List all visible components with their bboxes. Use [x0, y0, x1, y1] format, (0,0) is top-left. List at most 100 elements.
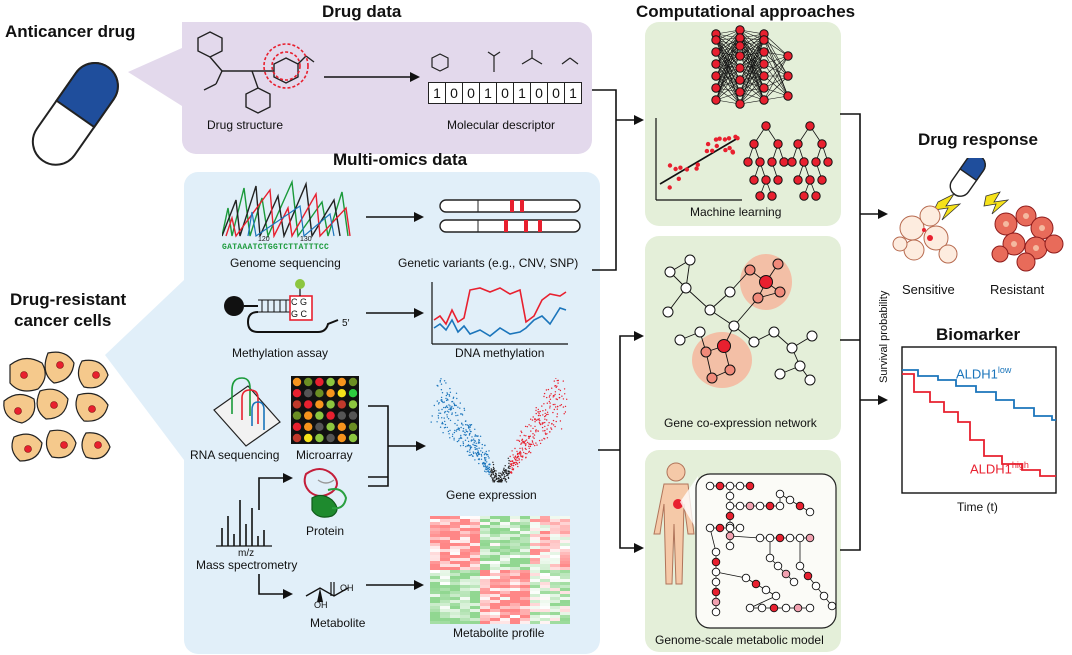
heatmap-cell — [520, 537, 530, 540]
volcano-point — [448, 395, 451, 397]
heatmap-cell — [450, 612, 460, 615]
network-node — [684, 254, 696, 266]
volcano-point — [467, 424, 469, 427]
heatmap-cell — [440, 585, 450, 588]
volcano-plot — [430, 378, 568, 483]
volcano-point — [498, 479, 500, 481]
volcano-point — [439, 381, 441, 383]
array-spot — [304, 389, 313, 398]
volcano-point — [528, 424, 530, 426]
volcano-point — [446, 406, 449, 409]
volcano-point — [525, 435, 527, 437]
heatmap-cell — [450, 567, 460, 570]
heatmap-cell — [450, 597, 460, 600]
tree-node — [779, 157, 789, 167]
volcano-point — [443, 401, 445, 403]
volcano-point — [475, 454, 478, 456]
heatmap-cell — [470, 558, 480, 561]
metabolic-node — [771, 591, 781, 601]
volcano-point — [539, 410, 541, 413]
volcano-point — [441, 421, 444, 424]
volcano-point — [535, 407, 537, 409]
heatmap-cell — [540, 615, 550, 618]
volcano-point — [523, 451, 525, 454]
volcano-point — [483, 454, 486, 456]
volcano-point — [486, 468, 488, 470]
mass-spectrometry-label: Mass spectrometry — [196, 558, 298, 572]
heatmap-cell — [430, 600, 440, 603]
rna-sequencing-icon — [213, 377, 281, 447]
heatmap-cell — [560, 579, 570, 582]
heatmap-cell — [520, 540, 530, 543]
volcano-point — [445, 397, 447, 400]
tree-node — [823, 157, 833, 167]
heatmap-cell — [550, 525, 560, 528]
oh-top: OH — [340, 583, 354, 593]
heatmap-cell — [460, 582, 470, 585]
heatmap-cell — [450, 585, 460, 588]
heatmap-cell — [490, 546, 500, 549]
metabolic-node — [765, 553, 775, 563]
volcano-point — [474, 435, 476, 437]
dna-methylation-plot — [431, 282, 568, 345]
volcano-point — [549, 407, 551, 409]
heatmap-cell — [490, 597, 500, 600]
aldh1-high-legend: ALDH1high — [970, 460, 1029, 476]
volcano-point — [468, 427, 470, 429]
heatmap-cell — [450, 531, 460, 534]
array-spot — [304, 422, 313, 431]
volcano-point — [537, 411, 539, 413]
volcano-point — [485, 465, 487, 468]
volcano-point — [526, 441, 529, 444]
volcano-point — [445, 399, 448, 402]
heatmap-cell — [530, 600, 540, 603]
heatmap-cell — [440, 552, 450, 555]
scatter-point — [667, 163, 673, 168]
volcano-point — [438, 402, 440, 404]
volcano-point — [554, 393, 556, 396]
scatter-point — [673, 166, 678, 172]
heatmap-cell — [500, 570, 510, 573]
metabolic-node — [765, 533, 775, 543]
volcano-point — [456, 428, 458, 431]
volcano-point — [504, 465, 506, 467]
volcano-point — [518, 461, 521, 464]
heatmap-cell — [560, 543, 570, 546]
volcano-point — [493, 481, 495, 483]
volcano-point — [462, 427, 465, 430]
heatmap-cell — [490, 558, 500, 561]
nn-node — [759, 47, 769, 57]
volcano-point — [483, 461, 485, 464]
volcano-point — [455, 404, 457, 407]
volcano-point — [486, 453, 489, 456]
volcano-point — [430, 421, 432, 423]
heatmap-cell — [490, 528, 500, 531]
volcano-point — [555, 406, 557, 408]
volcano-point — [436, 421, 438, 423]
volcano-point — [530, 452, 532, 454]
network-node — [804, 374, 816, 386]
heatmap-cell — [470, 522, 480, 525]
heatmap-cell — [450, 618, 460, 621]
volcano-point — [546, 419, 548, 421]
array-spot — [326, 400, 335, 409]
heatmap-cell — [540, 546, 550, 549]
machine-learning-label: Machine learning — [690, 205, 782, 219]
volcano-point — [495, 475, 497, 477]
volcano-point — [440, 383, 443, 385]
heatmap-cell — [500, 573, 510, 576]
heatmap-cell — [500, 549, 510, 552]
heatmap-cell — [520, 570, 530, 573]
heatmap-cell — [520, 519, 530, 522]
network-node — [744, 264, 756, 276]
volcano-point — [454, 412, 457, 414]
heatmap-cell — [470, 543, 480, 546]
volcano-point — [500, 478, 503, 480]
volcano-point — [521, 447, 523, 449]
volcano-point — [509, 463, 512, 465]
array-spot — [315, 422, 324, 431]
volcano-point — [520, 443, 522, 445]
nn-node — [711, 47, 721, 57]
heatmap-cell — [550, 582, 560, 585]
heatmap-cell — [490, 615, 500, 618]
